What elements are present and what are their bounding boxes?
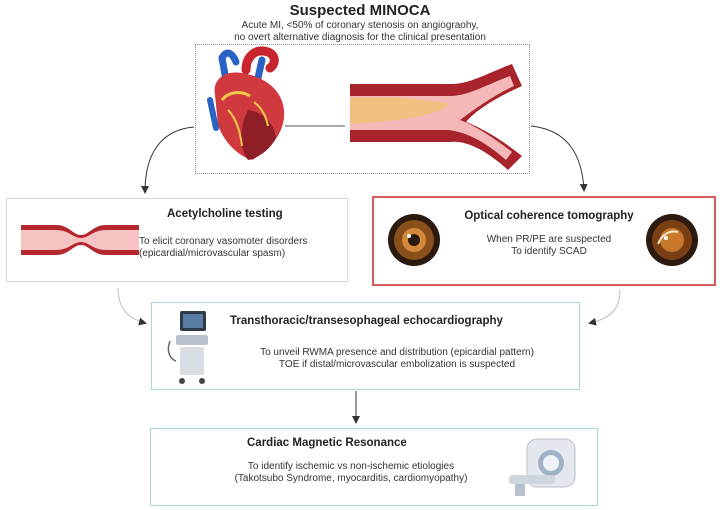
acetylcholine-line-1: To elicit coronary vasomoter disorders (139, 236, 308, 247)
acetylcholine-line-2: (epicardial/microvascular spasm) (139, 248, 286, 259)
subtitle-line-2: no overt alternative diagnosis for the c… (234, 32, 486, 43)
spasm-vessel-icon (21, 225, 139, 255)
subtitle-line-1: Acute MI, <50% of coronary stenosis on a… (241, 20, 479, 31)
acetylcholine-testing-box: Acetylcholine testing To elicit coronary… (6, 198, 348, 282)
oct-line-1: When PR/PE are suspected (486, 234, 612, 245)
arrow-acetylcholine-to-echo (117, 287, 147, 326)
diagram-title: Suspected MINOCA (289, 2, 431, 19)
arrow-to-acetylcholine (141, 126, 195, 194)
echo-text: To unveil RWMA presence and distribution… (212, 347, 582, 371)
oct-line-2: To identify SCAD (511, 246, 587, 257)
ultrasound-machine-icon (167, 311, 208, 384)
echo-line-1: To unveil RWMA presence and distribution… (260, 347, 534, 358)
echo-line-2: TOE if distal/microvascular embolization… (278, 359, 516, 370)
echo-title: Transthoracic/transesophageal echocardio… (230, 315, 503, 327)
acetylcholine-title: Acetylcholine testing (167, 208, 283, 220)
echocardiography-box: Transthoracic/transesophageal echocardio… (151, 302, 580, 390)
oct-scad-image-icon (646, 214, 698, 266)
oct-image-icon (388, 214, 440, 266)
arrow-oct-to-echo (588, 289, 621, 326)
acetylcholine-text: To elicit coronary vasomoter disorders (… (139, 236, 307, 260)
cmr-line-2: (Takotsubo Syndrome, myocarditis, cardio… (234, 473, 468, 484)
cmr-line-1: To identify ischemic vs non-ischemic eti… (247, 461, 455, 472)
cmr-text: To identify ischemic vs non-ischemic eti… (201, 461, 501, 485)
mri-scanner-icon (509, 438, 576, 496)
cmr-title: Cardiac Magnetic Resonance (247, 437, 407, 449)
diagram-subtitle: Acute MI, <50% of coronary stenosis on a… (0, 20, 720, 44)
oct-title: Optical coherence tomography (464, 210, 634, 222)
oct-box: Optical coherence tomography When PR/PE … (372, 196, 716, 286)
arrow-to-oct (530, 125, 588, 192)
cmr-box: Cardiac Magnetic Resonance To identify i… (150, 428, 598, 506)
oct-text: When PR/PE are suspected To identify SCA… (438, 234, 660, 258)
